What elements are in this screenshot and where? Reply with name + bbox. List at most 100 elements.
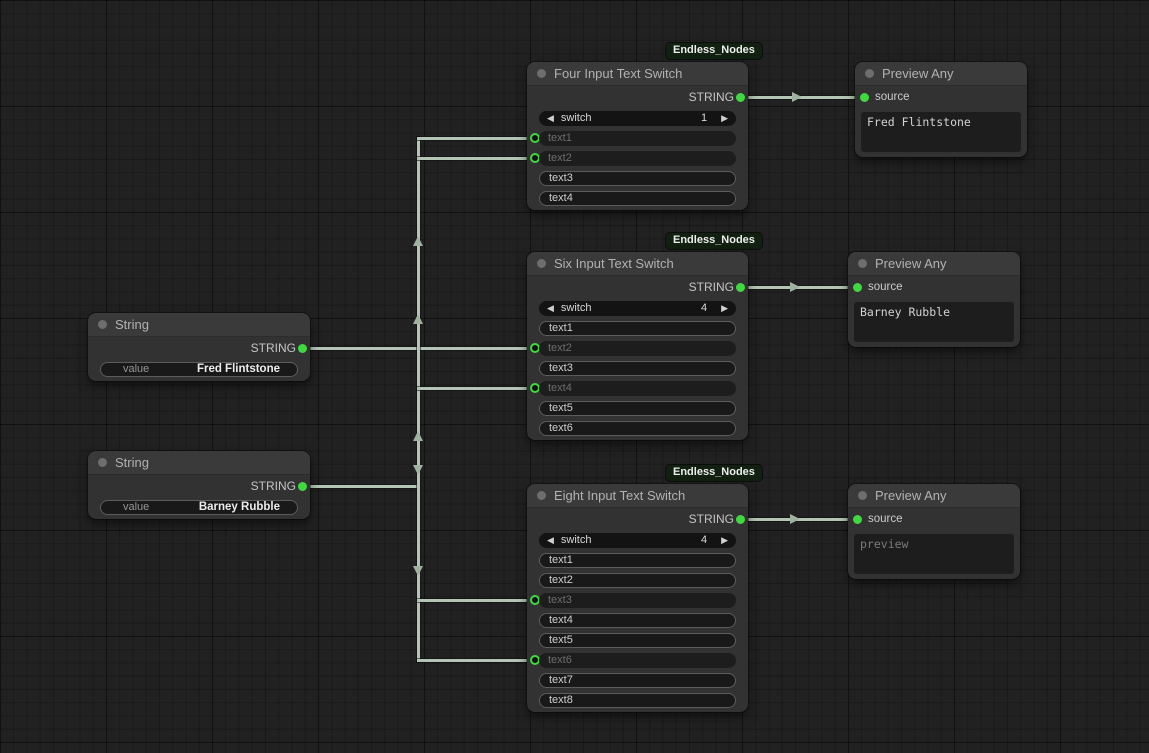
output-port-string[interactable] bbox=[298, 481, 307, 491]
node-title-bar[interactable]: Six Input Text Switch bbox=[527, 252, 748, 276]
widget-text1[interactable]: text1 bbox=[527, 318, 748, 338]
node-title: Four Input Text Switch bbox=[554, 66, 683, 81]
preview-textbox[interactable]: Fred Flintstone bbox=[861, 112, 1021, 152]
collapse-dot-icon[interactable] bbox=[858, 491, 867, 500]
widget-text3[interactable]: text3 bbox=[527, 168, 748, 188]
preview-textbox[interactable]: preview bbox=[854, 534, 1014, 574]
node-preview-any-3[interactable]: Preview Any source preview bbox=[848, 484, 1020, 579]
input-label: text2 bbox=[548, 152, 572, 164]
switch-prev-arrow-icon[interactable]: ◀ bbox=[547, 302, 554, 313]
collapse-dot-icon[interactable] bbox=[858, 259, 867, 268]
node-category-badge: Endless_Nodes bbox=[666, 233, 762, 249]
input-row-text2[interactable]: text2 bbox=[527, 148, 748, 168]
widget-switch[interactable]: ◀ switch 4 ▶ bbox=[527, 298, 748, 318]
node-eight-input-text-switch[interactable]: Eight Input Text Switch STRING ◀ switch … bbox=[527, 484, 748, 712]
widget-value[interactable]: value Fred Flintstone bbox=[88, 359, 310, 379]
switch-value: 1 bbox=[700, 112, 708, 124]
node-string-1[interactable]: String STRING value Fred Flintstone bbox=[88, 313, 310, 381]
input-label: text3 bbox=[548, 594, 572, 606]
output-row: STRING bbox=[527, 276, 748, 298]
input-row-text3[interactable]: text3 bbox=[527, 590, 748, 610]
input-port-source[interactable] bbox=[853, 514, 862, 524]
node-title-bar[interactable]: Preview Any bbox=[855, 62, 1027, 86]
switch-prev-arrow-icon[interactable]: ◀ bbox=[547, 112, 554, 123]
widget-text5[interactable]: text5 bbox=[527, 398, 748, 418]
widget-switch[interactable]: ◀ switch 4 ▶ bbox=[527, 530, 748, 550]
widget-label: text3 bbox=[549, 172, 573, 184]
node-title-bar[interactable]: Four Input Text Switch bbox=[527, 62, 748, 86]
node-title-bar[interactable]: Eight Input Text Switch bbox=[527, 484, 748, 508]
widget-text1[interactable]: text1 bbox=[527, 550, 748, 570]
output-port-string[interactable] bbox=[736, 282, 745, 292]
input-row-text6[interactable]: text6 bbox=[527, 650, 748, 670]
switch-next-arrow-icon[interactable]: ▶ bbox=[721, 534, 728, 545]
collapse-dot-icon[interactable] bbox=[98, 320, 107, 329]
link-wire bbox=[416, 658, 537, 662]
output-label: STRING bbox=[250, 479, 296, 493]
output-row: STRING bbox=[88, 337, 310, 359]
input-row-text2[interactable]: text2 bbox=[527, 338, 748, 358]
node-title-bar[interactable]: String bbox=[88, 451, 310, 475]
input-label: source bbox=[875, 91, 910, 103]
widget-label: text8 bbox=[549, 694, 573, 706]
collapse-dot-icon[interactable] bbox=[537, 69, 546, 78]
node-category-badge: Endless_Nodes bbox=[666, 465, 762, 481]
input-row-text4[interactable]: text4 bbox=[527, 378, 748, 398]
node-title-bar[interactable]: Preview Any bbox=[848, 252, 1020, 276]
input-row-source: source bbox=[848, 508, 1020, 530]
widget-text4[interactable]: text4 bbox=[527, 188, 748, 208]
collapse-dot-icon[interactable] bbox=[537, 259, 546, 268]
collapse-dot-icon[interactable] bbox=[865, 69, 874, 78]
link-direction-arrow-icon bbox=[413, 566, 423, 576]
node-preview-any-2[interactable]: Preview Any source Barney Rubble bbox=[848, 252, 1020, 347]
widget-value[interactable]: value Barney Rubble bbox=[88, 497, 310, 517]
node-six-input-text-switch[interactable]: Six Input Text Switch STRING ◀ switch 4 … bbox=[527, 252, 748, 440]
input-port-source[interactable] bbox=[860, 92, 869, 102]
widget-label: text5 bbox=[549, 634, 573, 646]
widget-text8[interactable]: text8 bbox=[527, 690, 748, 710]
widget-label: text7 bbox=[549, 674, 573, 686]
node-preview-any-1[interactable]: Preview Any source Fred Flintstone bbox=[855, 62, 1027, 157]
preview-textbox[interactable]: Barney Rubble bbox=[854, 302, 1014, 342]
widget-text7[interactable]: text7 bbox=[527, 670, 748, 690]
node-title-bar[interactable]: String bbox=[88, 313, 310, 337]
node-four-input-text-switch[interactable]: Four Input Text Switch STRING ◀ switch 1… bbox=[527, 62, 748, 210]
widget-text2[interactable]: text2 bbox=[527, 570, 748, 590]
widget-label: text6 bbox=[549, 422, 573, 434]
switch-prev-arrow-icon[interactable]: ◀ bbox=[547, 534, 554, 545]
link-direction-arrow-icon bbox=[413, 236, 423, 246]
node-category-badge: Endless_Nodes bbox=[666, 43, 762, 59]
input-row-text1[interactable]: text1 bbox=[527, 128, 748, 148]
output-label: STRING bbox=[688, 90, 734, 104]
widget-text3[interactable]: text3 bbox=[527, 358, 748, 378]
node-title-bar[interactable]: Preview Any bbox=[848, 484, 1020, 508]
output-port-string[interactable] bbox=[736, 92, 745, 102]
widget-text5[interactable]: text5 bbox=[527, 630, 748, 650]
input-port-source[interactable] bbox=[853, 282, 862, 292]
widget-text6[interactable]: text6 bbox=[527, 418, 748, 438]
output-port-string[interactable] bbox=[298, 343, 307, 353]
link-direction-arrow-icon bbox=[792, 92, 802, 102]
output-row: STRING bbox=[88, 475, 310, 497]
switch-next-arrow-icon[interactable]: ▶ bbox=[721, 302, 728, 313]
node-title: Preview Any bbox=[875, 256, 947, 271]
link-direction-arrow-icon bbox=[413, 431, 423, 441]
node-title: String bbox=[115, 317, 149, 332]
widget-value-text: Fred Flintstone bbox=[196, 363, 280, 375]
input-label: text4 bbox=[548, 382, 572, 394]
output-label: STRING bbox=[688, 512, 734, 526]
node-title: Eight Input Text Switch bbox=[554, 488, 686, 503]
switch-next-arrow-icon[interactable]: ▶ bbox=[721, 112, 728, 123]
link-wire bbox=[416, 136, 420, 662]
link-wire bbox=[416, 156, 537, 160]
widget-text4[interactable]: text4 bbox=[527, 610, 748, 630]
collapse-dot-icon[interactable] bbox=[537, 491, 546, 500]
collapse-dot-icon[interactable] bbox=[98, 458, 107, 467]
node-title: Six Input Text Switch bbox=[554, 256, 674, 271]
widget-label: text5 bbox=[549, 402, 573, 414]
node-title: String bbox=[115, 455, 149, 470]
output-port-string[interactable] bbox=[736, 514, 745, 524]
widget-switch[interactable]: ◀ switch 1 ▶ bbox=[527, 108, 748, 128]
node-string-2[interactable]: String STRING value Barney Rubble bbox=[88, 451, 310, 519]
